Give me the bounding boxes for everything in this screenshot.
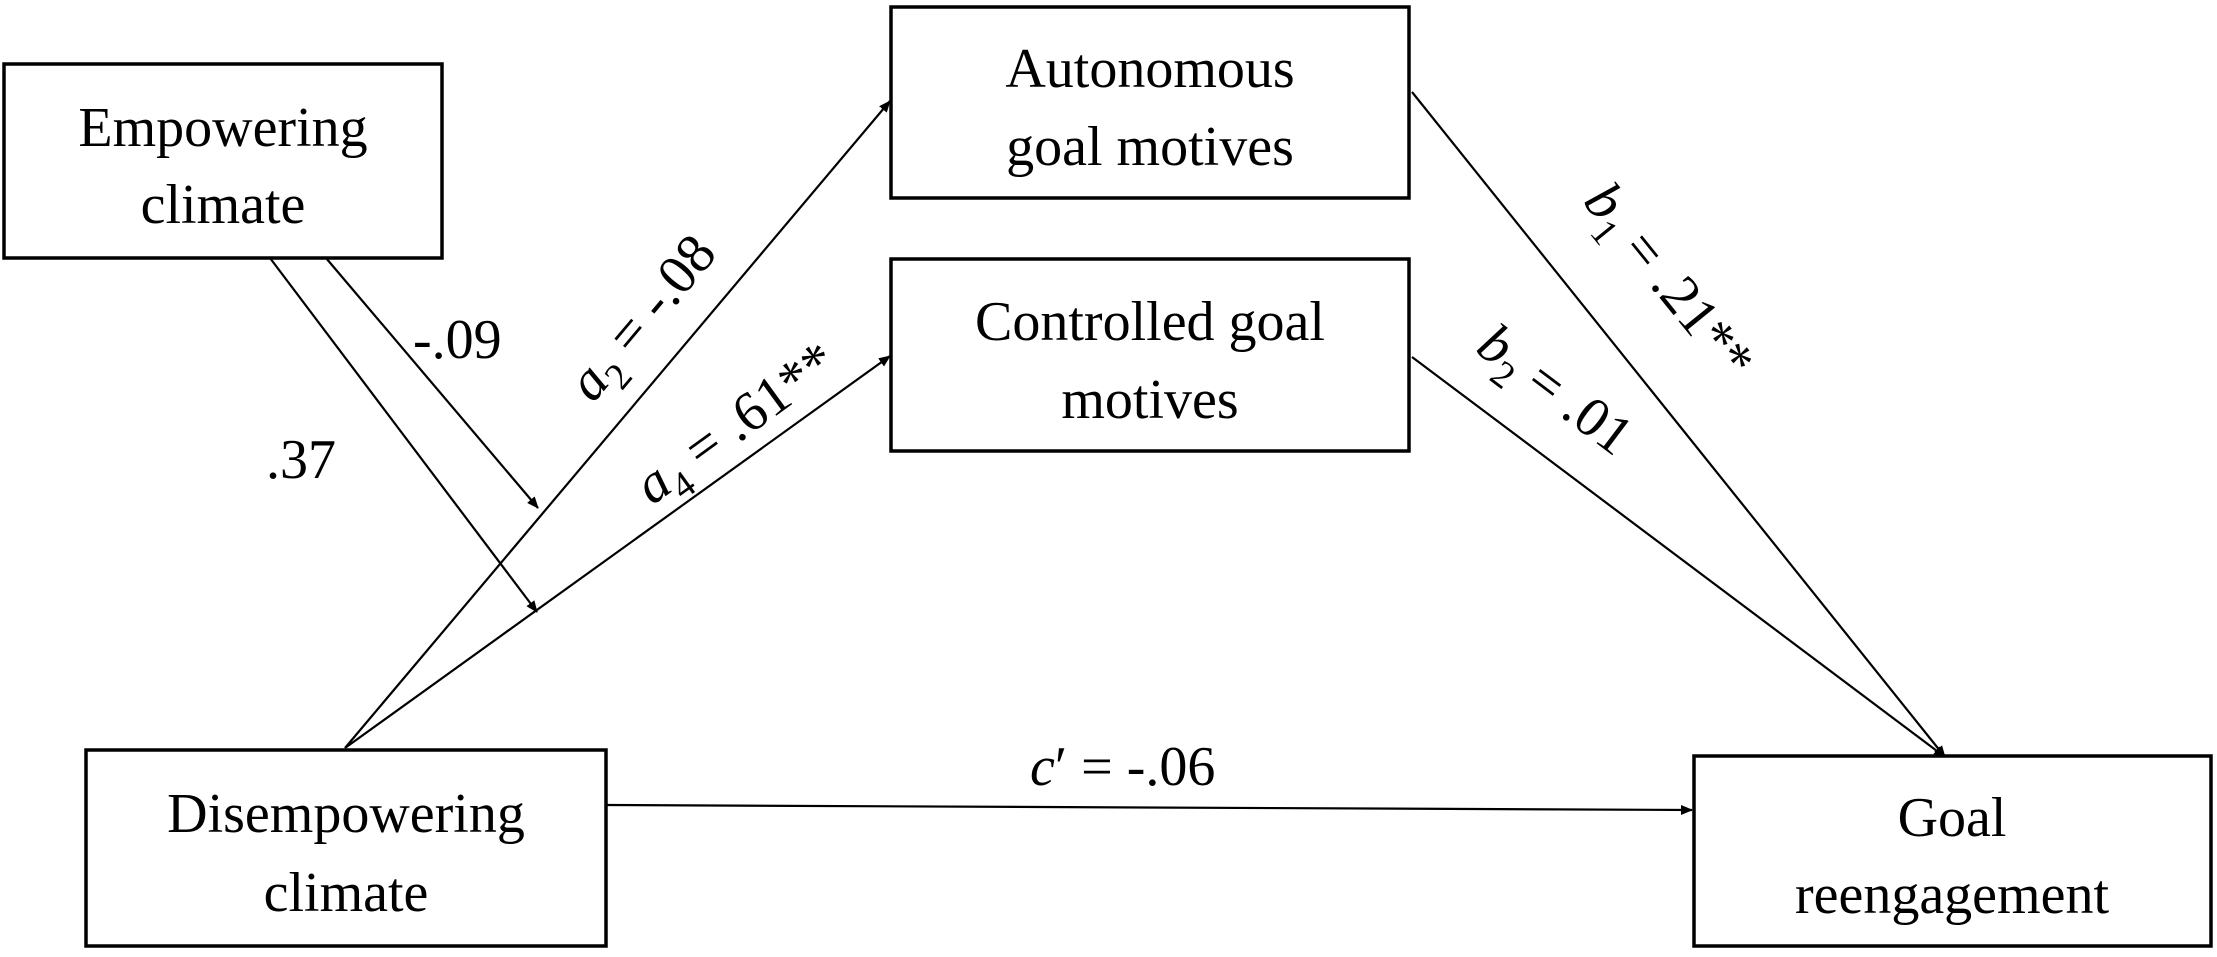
disempowering-line1: Disempowering [167,783,525,845]
edge-empowering-moderation-a2 [325,257,539,509]
label-a4: a4 = .61** [623,330,853,525]
reengagement-line2: reengagement [1795,864,2109,926]
edge-autonomous-to-reengagement [1411,91,1946,758]
node-disempowering-climate: Disempowering climate [84,748,608,948]
edge-disempowering-to-reengagement [605,803,1693,815]
a2-text: = -.08 [586,223,729,376]
label-b2: b2 = .01 [1460,312,1644,476]
label-b1: b1 = .21** [1564,171,1766,397]
controlled-line2: motives [1061,369,1238,431]
edges [269,91,1946,815]
node-controlled-goal-motives: Controlled goal motives [889,257,1411,453]
b1-text: = .21** [1601,208,1766,391]
node-autonomous-goal-motives: Autonomous goal motives [889,5,1411,200]
reengagement-line1: Goal [1898,787,2007,849]
edge-disempowering-to-autonomous [344,100,891,749]
b2-text: = .01 [1504,340,1645,468]
node-goal-reengagement: Goal reengagement [1692,754,2213,948]
label-empowering-a4: .37 [266,429,336,491]
c-prime-symbol: c [1030,736,1055,798]
c-prime-text: = -.06 [1067,736,1215,798]
node-empowering-climate: Empowering climate [2,62,444,260]
edge-empowering-moderation-a4 [269,257,538,613]
autonomous-line1: Autonomous [1005,38,1294,100]
label-c-prime: c′ = -.06 [1030,736,1215,798]
label-empowering-a2: -.09 [413,309,502,371]
c-prime-mark: ′ [1055,736,1067,798]
disempowering-line2: climate [264,862,429,924]
edge-disempowering-to-controlled [344,355,891,749]
autonomous-line2: goal motives [1006,116,1294,178]
empowering-line1: Empowering [78,97,367,159]
edge-controlled-to-reengagement [1411,356,1946,758]
controlled-line1: Controlled goal [975,291,1325,353]
empowering-line2: climate [141,174,306,236]
a4-text: = .61** [661,330,848,489]
